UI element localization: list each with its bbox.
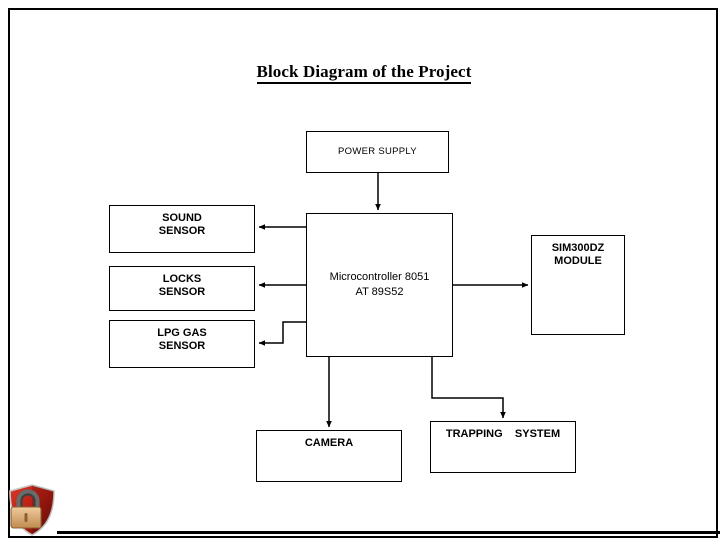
- trapping-system-block[interactable]: TRAPPING SYSTEM: [430, 421, 576, 473]
- locks-sensor-label: LOCKS SENSOR: [158, 273, 206, 298]
- sim300dz-module-label: SIM300DZ MODULE: [551, 242, 605, 267]
- page-title: Block Diagram of the Project: [0, 62, 728, 84]
- camera-block[interactable]: CAMERA: [256, 430, 402, 482]
- sound-sensor-label: SOUND SENSOR: [158, 212, 206, 237]
- page-title-text: Block Diagram of the Project: [256, 62, 472, 84]
- trapping-system-label: TRAPPING SYSTEM: [445, 428, 561, 440]
- camera-label: CAMERA: [304, 437, 354, 449]
- locks-sensor-block[interactable]: LOCKS SENSOR: [109, 266, 255, 311]
- microcontroller-label: Microcontroller 8051 AT 89S52: [329, 271, 430, 298]
- footer-rule: [57, 531, 720, 534]
- lpg-gas-sensor-block[interactable]: LPG GAS SENSOR: [109, 320, 255, 368]
- sound-sensor-block[interactable]: SOUND SENSOR: [109, 205, 255, 253]
- power-supply-label: POWER SUPPLY: [338, 146, 417, 157]
- slide-border: [8, 8, 718, 538]
- lpg-gas-sensor-label: LPG GAS SENSOR: [157, 327, 207, 352]
- microcontroller-block[interactable]: Microcontroller 8051 AT 89S52: [306, 213, 453, 357]
- sim300dz-module-block[interactable]: SIM300DZ MODULE: [531, 235, 625, 335]
- shield-lock-icon: [9, 484, 55, 536]
- power-supply-block[interactable]: POWER SUPPLY: [306, 131, 449, 173]
